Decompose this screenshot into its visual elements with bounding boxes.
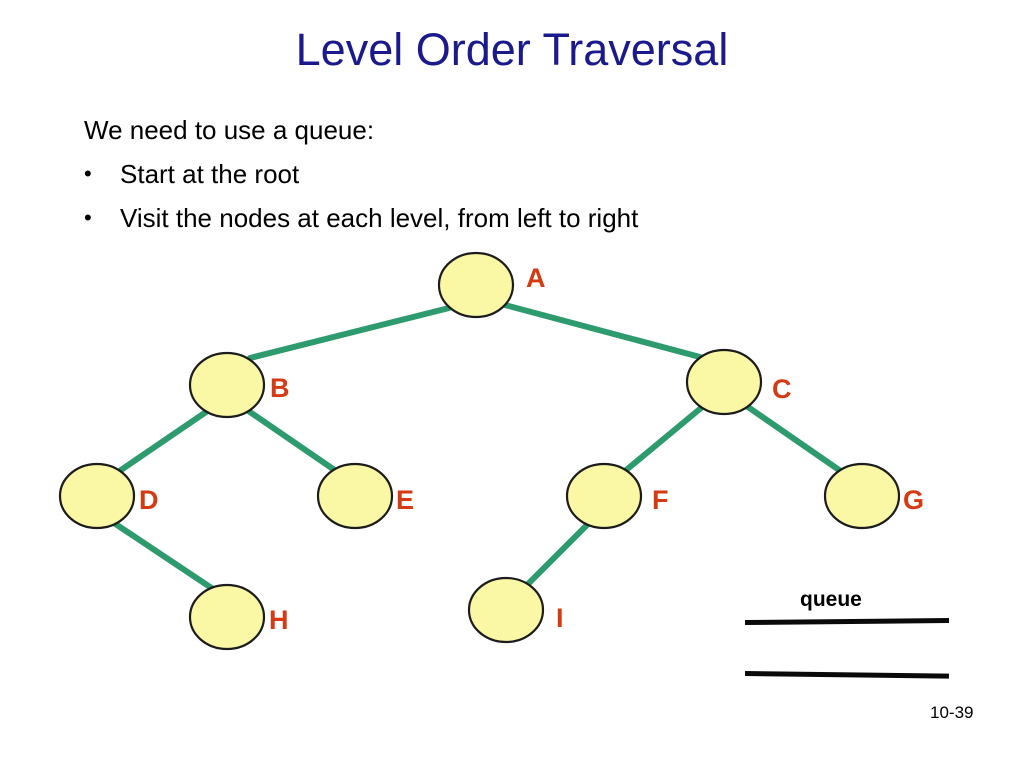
tree-node-circle-g[interactable] [823,462,901,530]
tree-edge-b-d [118,409,209,473]
bullet-item-0: • Start at the root [84,152,924,196]
tree-edge-a-c [502,302,703,360]
queue-label: queue [800,588,862,611]
tree-node-circle-h[interactable] [188,583,266,651]
body-text-block: We need to use a queue: • Start at the r… [84,108,924,240]
tree-node-b[interactable]: B [188,351,290,419]
tree-node-i[interactable]: I [467,576,564,644]
tree-edge-f-i [524,519,593,588]
tree-node-f[interactable]: F [565,462,669,530]
tree-node-group: A B C D E F G H I [58,251,924,651]
tree-node-g[interactable]: G [823,462,924,530]
page-title: Level Order Traversal [295,24,729,75]
tree-node-h[interactable]: H [188,583,289,651]
tree-node-label-i: I [556,603,564,633]
bullet-label-0: Start at the root [120,159,300,189]
tree-node-label-d: D [139,485,159,515]
lead-text: We need to use a queue: [84,115,375,145]
tree-node-label-c: C [772,374,792,404]
tree-node-d[interactable]: D [58,462,159,530]
tree-node-circle-i[interactable] [467,576,545,644]
tree-node-circle-b[interactable] [188,351,266,419]
tree-node-circle-d[interactable] [58,462,136,530]
tree-node-e[interactable]: E [316,462,414,530]
tree-node-label-h: H [269,605,289,635]
tree-node-circle-c[interactable] [685,348,763,416]
bullet-dot-icon: • [84,205,92,230]
bullet-dot-icon: • [84,161,92,186]
tree-edge-d-h [111,520,216,592]
tree-edge-b-e [244,407,339,474]
tree-edge-a-b [247,305,452,361]
page-number: 10-39 [930,703,974,722]
tree-node-label-e: E [396,485,414,515]
bullet-item-1: • Visit the nodes at each level, from le… [84,196,924,240]
tree-node-label-b: B [270,373,290,403]
tree-node-circle-f[interactable] [565,462,643,530]
tree-edge-c-f [622,405,704,474]
tree-edge-group [111,302,845,592]
tree-node-label-a: A [526,263,546,293]
tree-edge-c-g [745,404,845,475]
tree-node-c[interactable]: C [685,348,792,416]
tree-node-circle-e[interactable] [316,462,394,530]
tree-node-circle-a[interactable] [437,251,515,319]
tree-node-a[interactable]: A [437,251,546,319]
tree-node-label-g: G [903,485,924,515]
bullet-label-1: Visit the nodes at each level, from left… [120,203,639,233]
tree-node-label-f: F [652,485,669,515]
